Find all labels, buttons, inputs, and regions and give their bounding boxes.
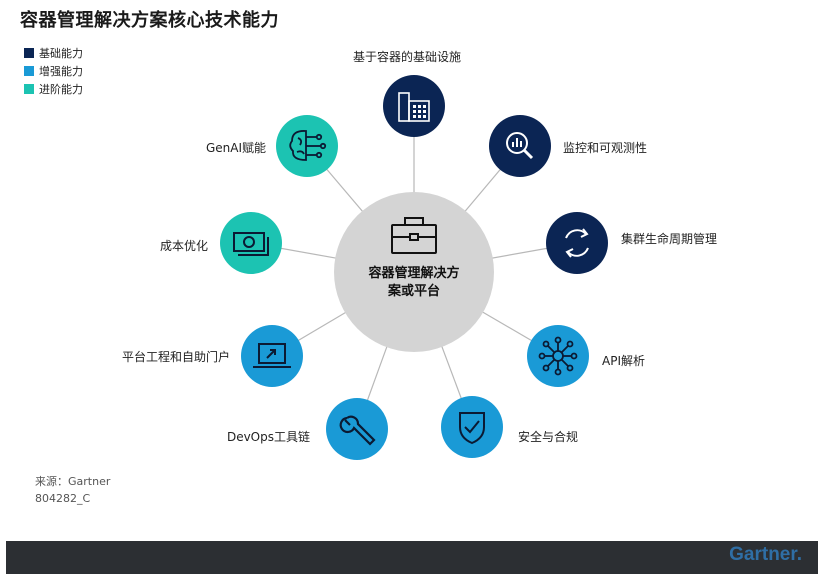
figure-code: 804282_C	[35, 492, 91, 505]
refresh-cycle-icon	[565, 228, 589, 258]
node-api	[527, 325, 589, 387]
node-genai	[276, 115, 338, 177]
node-label-devops: DevOps工具链	[226, 430, 310, 444]
legend-swatch	[24, 48, 34, 58]
node-devops	[326, 398, 388, 460]
node-label-infra: 基于容器的基础设施	[353, 50, 462, 64]
brand-logo: Gartner.	[729, 544, 802, 565]
legend-swatch	[24, 66, 34, 76]
money-icon	[233, 232, 269, 256]
center-label-line2: 案或平台	[387, 283, 440, 299]
legend-item-basic: 基础能力	[24, 44, 83, 62]
center-label-line1: 容器管理解决方	[367, 265, 459, 281]
wrench-icon	[339, 415, 376, 446]
magnifier-chart-icon	[506, 132, 534, 160]
node-infra	[383, 75, 445, 137]
node-label-genai: GenAI赋能	[205, 141, 266, 155]
legend-item-enhanced: 增强能力	[24, 62, 83, 80]
node-cost	[220, 212, 282, 274]
network-hub-icon	[538, 336, 578, 376]
shield-check-icon	[459, 412, 485, 445]
legend-label: 进阶能力	[39, 83, 83, 96]
node-portal	[241, 325, 303, 387]
laptop-icon	[253, 343, 291, 368]
node-lifecycle	[546, 212, 608, 274]
node-label-portal: 平台工程和自助门户	[121, 350, 230, 364]
page-title: 容器管理解决方案核心技术能力	[20, 10, 279, 31]
node-label-lifecycle: 集群生命周期管理	[621, 232, 718, 246]
center-hub	[334, 192, 494, 352]
legend-item-advanced: 进阶能力	[24, 80, 83, 98]
node-label-cost: 成本优化	[159, 239, 208, 253]
briefcase-icon	[391, 217, 437, 254]
node-monitor	[489, 115, 551, 177]
legend: 基础能力 增强能力 进阶能力	[24, 44, 83, 98]
legend-label: 增强能力	[39, 65, 83, 78]
footer-bar: Gartner.	[6, 541, 818, 574]
node-security	[441, 396, 503, 458]
legend-swatch	[24, 84, 34, 94]
ai-brain-icon	[289, 130, 327, 161]
node-label-monitor: 监控和可观测性	[563, 141, 648, 155]
node-label-security: 安全与合规	[518, 430, 579, 444]
node-label-api: API解析	[602, 354, 645, 368]
source-note: 来源：Gartner	[35, 475, 111, 488]
buildings-icon	[398, 92, 430, 122]
legend-label: 基础能力	[39, 47, 83, 60]
